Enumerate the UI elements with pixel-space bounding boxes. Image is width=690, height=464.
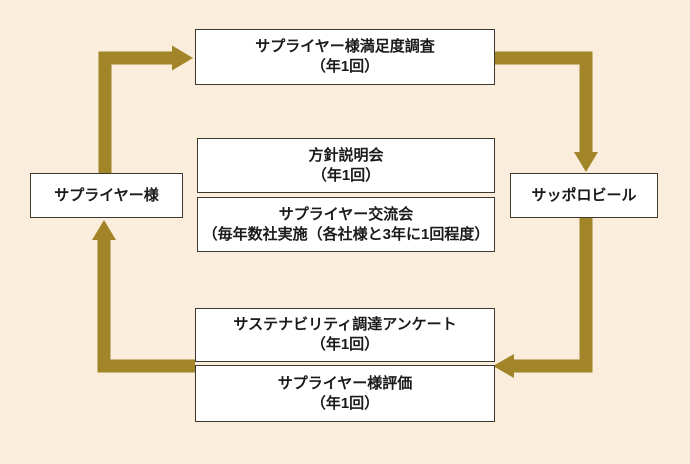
arrow-satisfaction-survey-to-sapporo xyxy=(495,51,598,172)
sustainability-survey-frequency: （年1回） xyxy=(310,336,380,353)
satisfaction-survey-frequency: （年1回） xyxy=(310,58,380,75)
supplier-entity-label: サプライヤー様 xyxy=(54,186,159,204)
supplier-evaluation-box: サプライヤー様評価 （年1回） xyxy=(195,365,495,422)
policy-briefing-box: 方針説明会 （年1回） xyxy=(197,138,495,193)
supplier-entity-box: サプライヤー様 xyxy=(30,173,183,218)
sapporo-entity-box: サッポロビール xyxy=(510,173,658,218)
arrow-supplier-to-satisfaction-survey xyxy=(98,45,193,173)
sapporo-entity-label: サッポロビール xyxy=(531,186,637,204)
arrow-sapporo-to-bottom-boxes xyxy=(493,218,593,378)
supplier-exchange-title: サプライヤー交流会 xyxy=(278,205,414,223)
supplier-exchange-frequency: （毎年数社実施（各社様と3年に1回程度） xyxy=(202,225,490,243)
policy-briefing-frequency: （年1回） xyxy=(311,166,381,184)
supplier-evaluation-title: サプライヤー様評価 xyxy=(277,374,413,392)
arrow-bottom-boxes-to-supplier xyxy=(92,220,195,373)
supplier-evaluation-frequency: （年1回） xyxy=(310,394,380,412)
supplier-exchange-box: サプライヤー交流会 （毎年数社実施（各社様と3年に1回程度） xyxy=(197,197,495,252)
policy-briefing-title: 方針説明会 xyxy=(308,146,384,164)
satisfaction-survey-title: サプライヤー様満足度調査 xyxy=(255,38,435,55)
sustainability-survey-title: サステナビリティ調達アンケート xyxy=(233,316,457,333)
satisfaction-survey-box: サプライヤー様満足度調査 （年1回） xyxy=(195,29,495,85)
sustainability-survey-box: サステナビリティ調達アンケート （年1回） xyxy=(195,308,495,362)
